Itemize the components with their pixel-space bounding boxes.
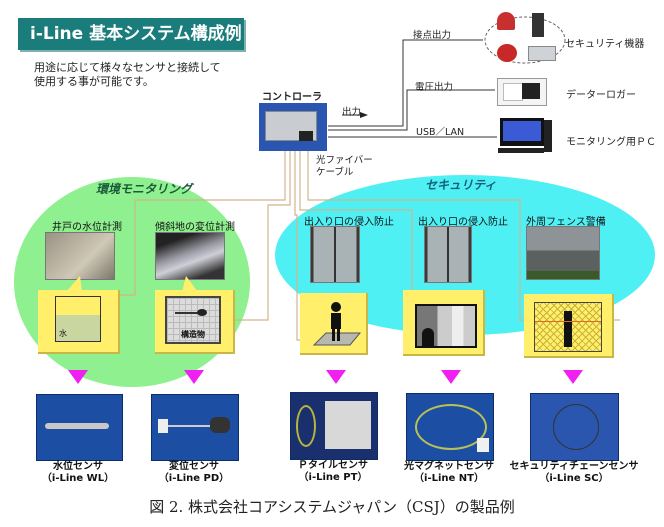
down-arrow-icon [441, 370, 461, 384]
chain-fence-icon [534, 302, 602, 352]
description: 用途に応じて様々なセンサと接続して 使用する事が可能です。 [34, 61, 221, 89]
product-photo-nt [406, 393, 494, 461]
slope-callout-pointer [182, 276, 198, 292]
description-line-1: 用途に応じて様々なセンサと接続して [34, 61, 221, 74]
product-model: （i-Line PT） [298, 472, 368, 483]
fence-photo [526, 226, 600, 280]
product-label-wl: 水位センサ （i-Line WL） [28, 461, 128, 485]
controller-connector-icon [299, 131, 313, 141]
fiber-label-line-1: 光ファイバー [316, 155, 373, 166]
well-diagram-callout: 水 [38, 290, 120, 354]
product-photo-pd [151, 394, 239, 461]
product-label-nt: 光マグネットセンサ （i-Line NT） [396, 461, 502, 485]
water-tank-icon: 水 [55, 296, 101, 342]
contact-output-label: 接点出力 [413, 30, 452, 41]
environment-region [14, 177, 250, 387]
data-logger-label: データーロガー [566, 90, 636, 101]
product-name: 変位センサ [169, 461, 219, 472]
down-arrow-icon [326, 370, 346, 384]
well-callout-pointer [66, 276, 82, 292]
product-model: （i-Line SC） [539, 473, 609, 484]
product-name: 光マグネットセンサ [404, 461, 494, 472]
product-photo-sc [530, 393, 619, 461]
pc-keyboard-icon [498, 148, 544, 153]
controller-image [259, 103, 327, 151]
well-photo [45, 232, 115, 280]
security-devices-group [484, 16, 566, 64]
description-line-2: 使用する事が可能です。 [34, 75, 154, 88]
pc-label: モニタリング用ＰＣ [566, 137, 656, 148]
app-caption-entrance-1: 出入り口の侵入防止 [304, 217, 394, 228]
contact-output-line [328, 39, 483, 127]
product-name: セキュリティチェーンセンサ [509, 461, 639, 472]
output-label: 出力 [342, 107, 362, 118]
voltage-output-label: 電圧出力 [415, 82, 454, 93]
app-caption-slope: 傾斜地の変位計測 [155, 222, 235, 233]
pc-monitor-icon [500, 118, 544, 146]
output-arrow-icon [360, 112, 368, 118]
voltage-output-line [328, 89, 495, 131]
app-caption-well: 井戸の水位計測 [52, 222, 122, 233]
sliding-window-icon [415, 304, 477, 348]
product-name: Ｐタイルセンサ [298, 460, 368, 471]
entrance-photo-2 [424, 226, 472, 283]
fiber-label-line-2: ケーブル [316, 167, 354, 178]
product-photo-wl [36, 394, 123, 461]
down-arrow-icon [68, 370, 88, 384]
magnet-diagram-callout [403, 290, 485, 356]
entrance-photo-1 [310, 226, 360, 283]
app-caption-entrance-2: 出入り口の侵入防止 [418, 217, 508, 228]
siren-icon [497, 44, 517, 62]
usb-lan-label: USB／LAN [416, 127, 465, 138]
pc-tower-icon [544, 120, 552, 152]
product-label-sc: セキュリティチェーンセンサ （i-Line SC） [508, 461, 640, 485]
product-model: （i-Line NT） [414, 473, 484, 484]
transmitter-icon [532, 13, 544, 37]
person-on-tile-icon [312, 302, 362, 346]
security-region-title: セキュリティ [425, 178, 497, 192]
water-label: 水 [59, 329, 67, 338]
fence-diagram-callout [524, 294, 614, 358]
product-label-pd: 変位センサ （i-Line PD） [144, 461, 244, 485]
structure-grid-icon: 構造物 [165, 296, 221, 344]
fiber-cable-nt [299, 150, 413, 318]
security-devices-label: セキュリティ機器 [565, 39, 645, 50]
down-arrow-icon [563, 370, 583, 384]
product-model: （i-Line WL） [41, 473, 115, 484]
fiber-cable-label: 光ファイバー ケーブル [316, 155, 373, 179]
product-photo-pt [290, 392, 378, 460]
page-title: i-Line 基本システム構成例 [18, 18, 244, 50]
controller-label: コントローラ [262, 92, 322, 103]
fiber-cable-pd [215, 150, 291, 321]
product-label-pt: Ｐタイルセンサ （i-Line PT） [283, 460, 383, 484]
product-name: 水位センサ [53, 461, 103, 472]
slope-photo [155, 232, 225, 280]
data-logger-icon [497, 78, 547, 106]
down-arrow-icon [184, 370, 204, 384]
warning-light-icon [497, 12, 515, 30]
product-model: （i-Line PD） [158, 473, 230, 484]
environment-region-title: 環境モニタリング [96, 182, 193, 196]
structure-label: 構造物 [181, 330, 205, 339]
p-tile-diagram-callout [300, 293, 368, 355]
security-camera-icon [528, 46, 556, 61]
slope-diagram-callout: 構造物 [155, 290, 235, 354]
app-caption-fence: 外周フェンス警備 [526, 217, 606, 228]
figure-caption: 図 2. 株式会社コアシステムジャパン（CSJ）の製品例 [149, 498, 515, 516]
